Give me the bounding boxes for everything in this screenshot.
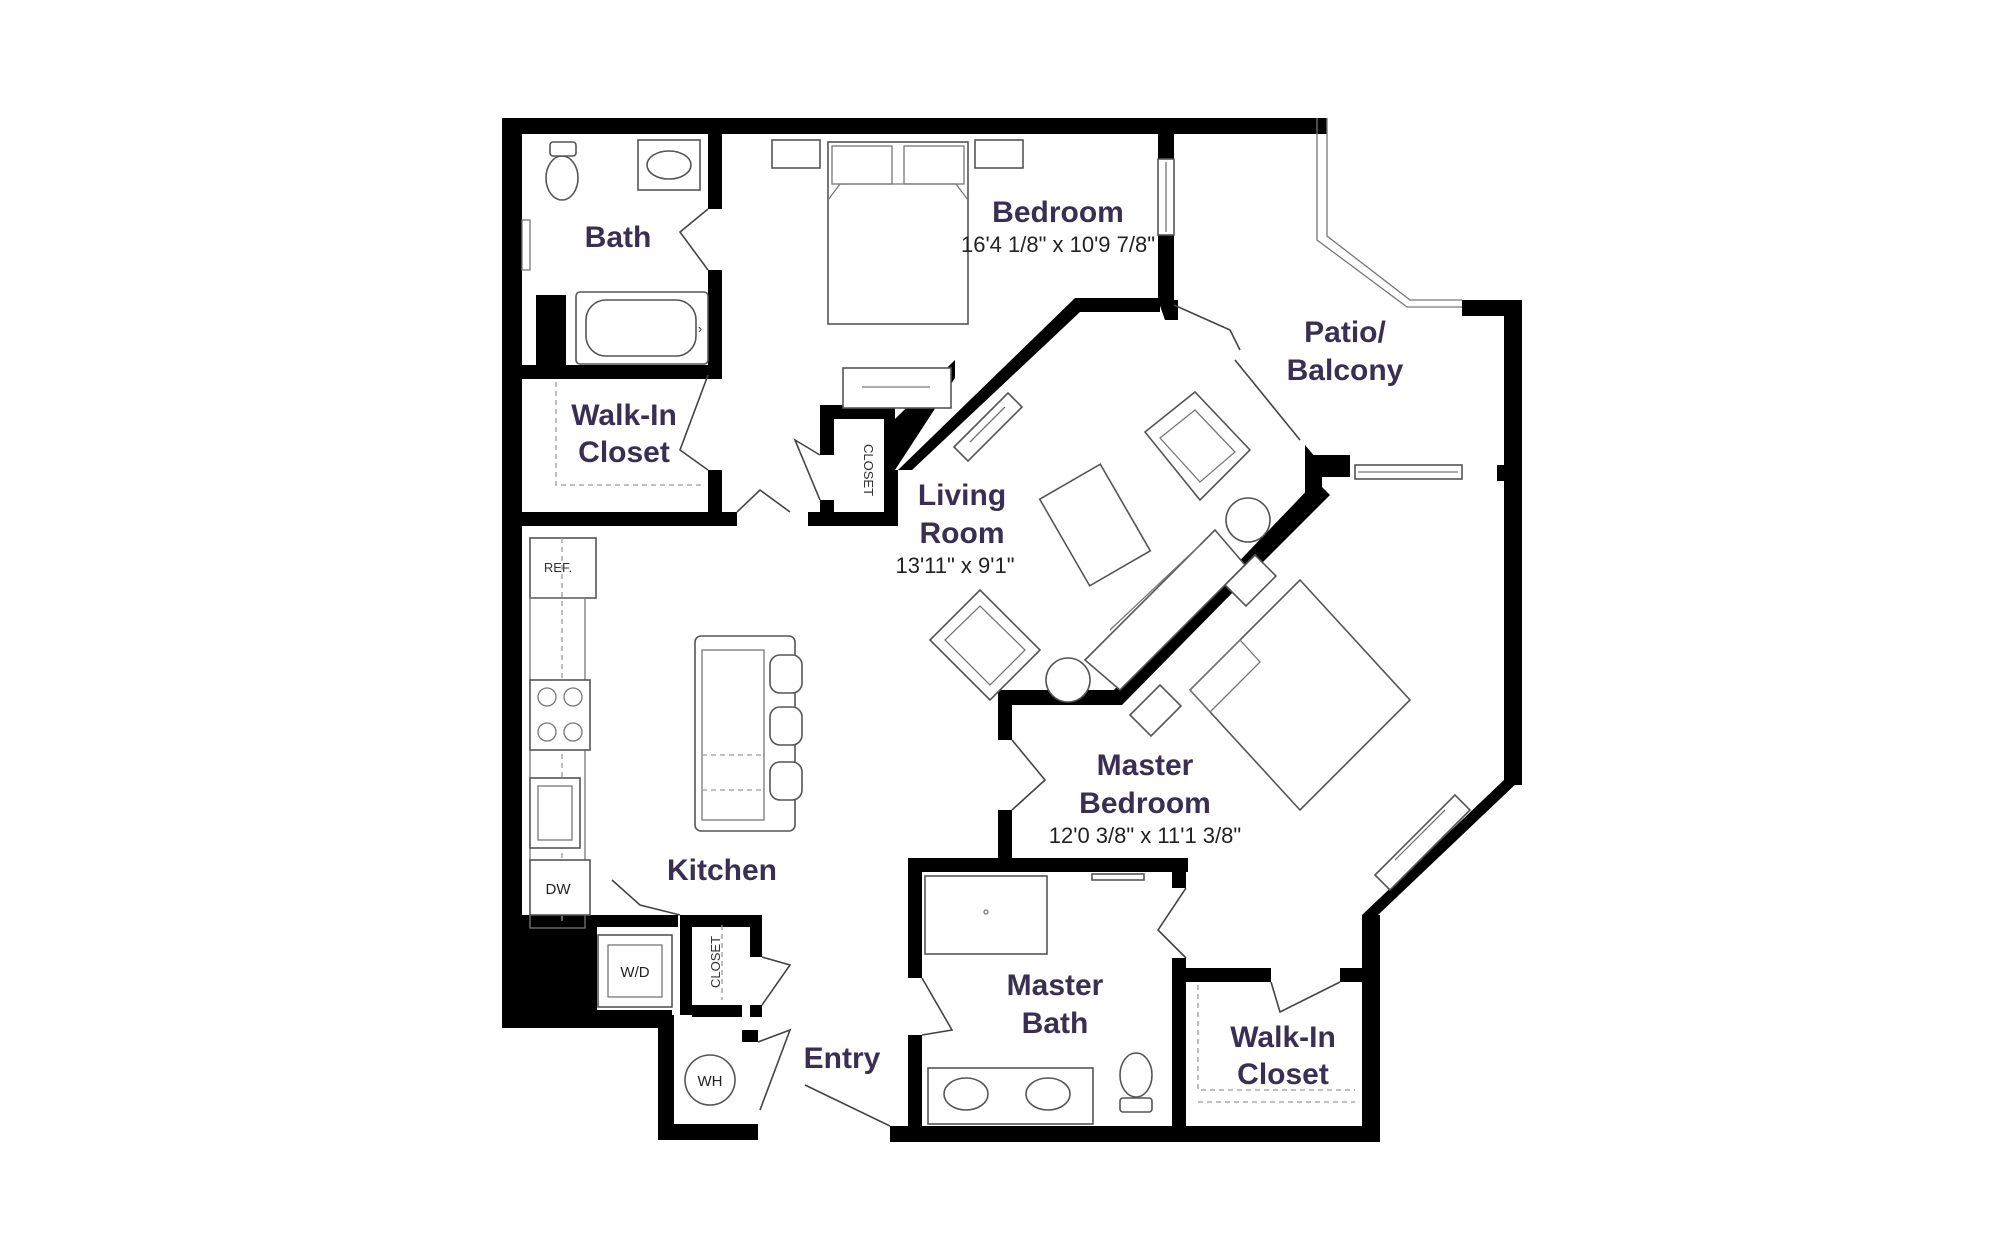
master-bath-fixtures [924,873,1153,1125]
refrigerator-label: REF. [544,560,572,575]
kitchen-label: Kitchen [667,854,777,887]
entry-label: Entry [804,1042,881,1075]
bedroom-dimensions: 16'4 1/8" x 10'9 7/8" [961,232,1155,257]
master-bedroom-dimensions: 12'0 3/8" x 11'1 3/8" [1049,823,1241,848]
interior-walls [522,134,1365,1142]
closet-outlines [555,382,1355,1103]
closet-bedroom-label: CLOSET [861,444,876,496]
bath-label: Bath [585,221,652,254]
patio-label-line2: Balcony [1287,354,1404,387]
bath-fixtures: › [545,139,709,365]
bedroom-furniture [771,139,1024,409]
patio-label-line1: Patio/ [1304,316,1386,349]
closet-entry-label: CLOSET [708,936,723,988]
master-bath-label-line1: Master [1007,969,1104,1002]
svg-text:›: › [698,321,702,336]
living-room-label-line2: Room [920,517,1005,550]
washer-dryer-label: W/D [620,964,649,981]
walk-in-closet-1-label-line2: Closet [578,436,670,469]
master-bedroom-label-line2: Bedroom [1079,787,1211,820]
exterior-walls [502,118,1522,1142]
living-furniture [928,390,1271,703]
master-bedroom-label-line1: Master [1097,749,1194,782]
doors [611,208,1341,1127]
living-room-label-line1: Living [918,479,1006,512]
dishwasher-label: DW [546,881,572,898]
living-room-dimensions: 13'11" x 9'1" [895,553,1014,578]
walk-in-closet-1-label-line1: Walk-In [571,399,677,432]
master-bath-label-line2: Bath [1022,1007,1089,1040]
windows [521,118,1463,480]
water-heater-label: WH [698,1073,723,1090]
walk-in-closet-2-label-line2: Closet [1237,1058,1329,1091]
kitchen-fixtures [529,537,803,1106]
bedroom-label: Bedroom [992,196,1124,229]
master-bedroom-furniture [1128,553,1472,892]
room-labels: Bath Bedroom 16'4 1/8" x 10'9 7/8" Walk-… [571,196,1403,1091]
fixture-labels: CLOSET CLOSET REF. DW W/D WH [544,444,876,1090]
walk-in-closet-2-label-line1: Walk-In [1230,1021,1336,1054]
